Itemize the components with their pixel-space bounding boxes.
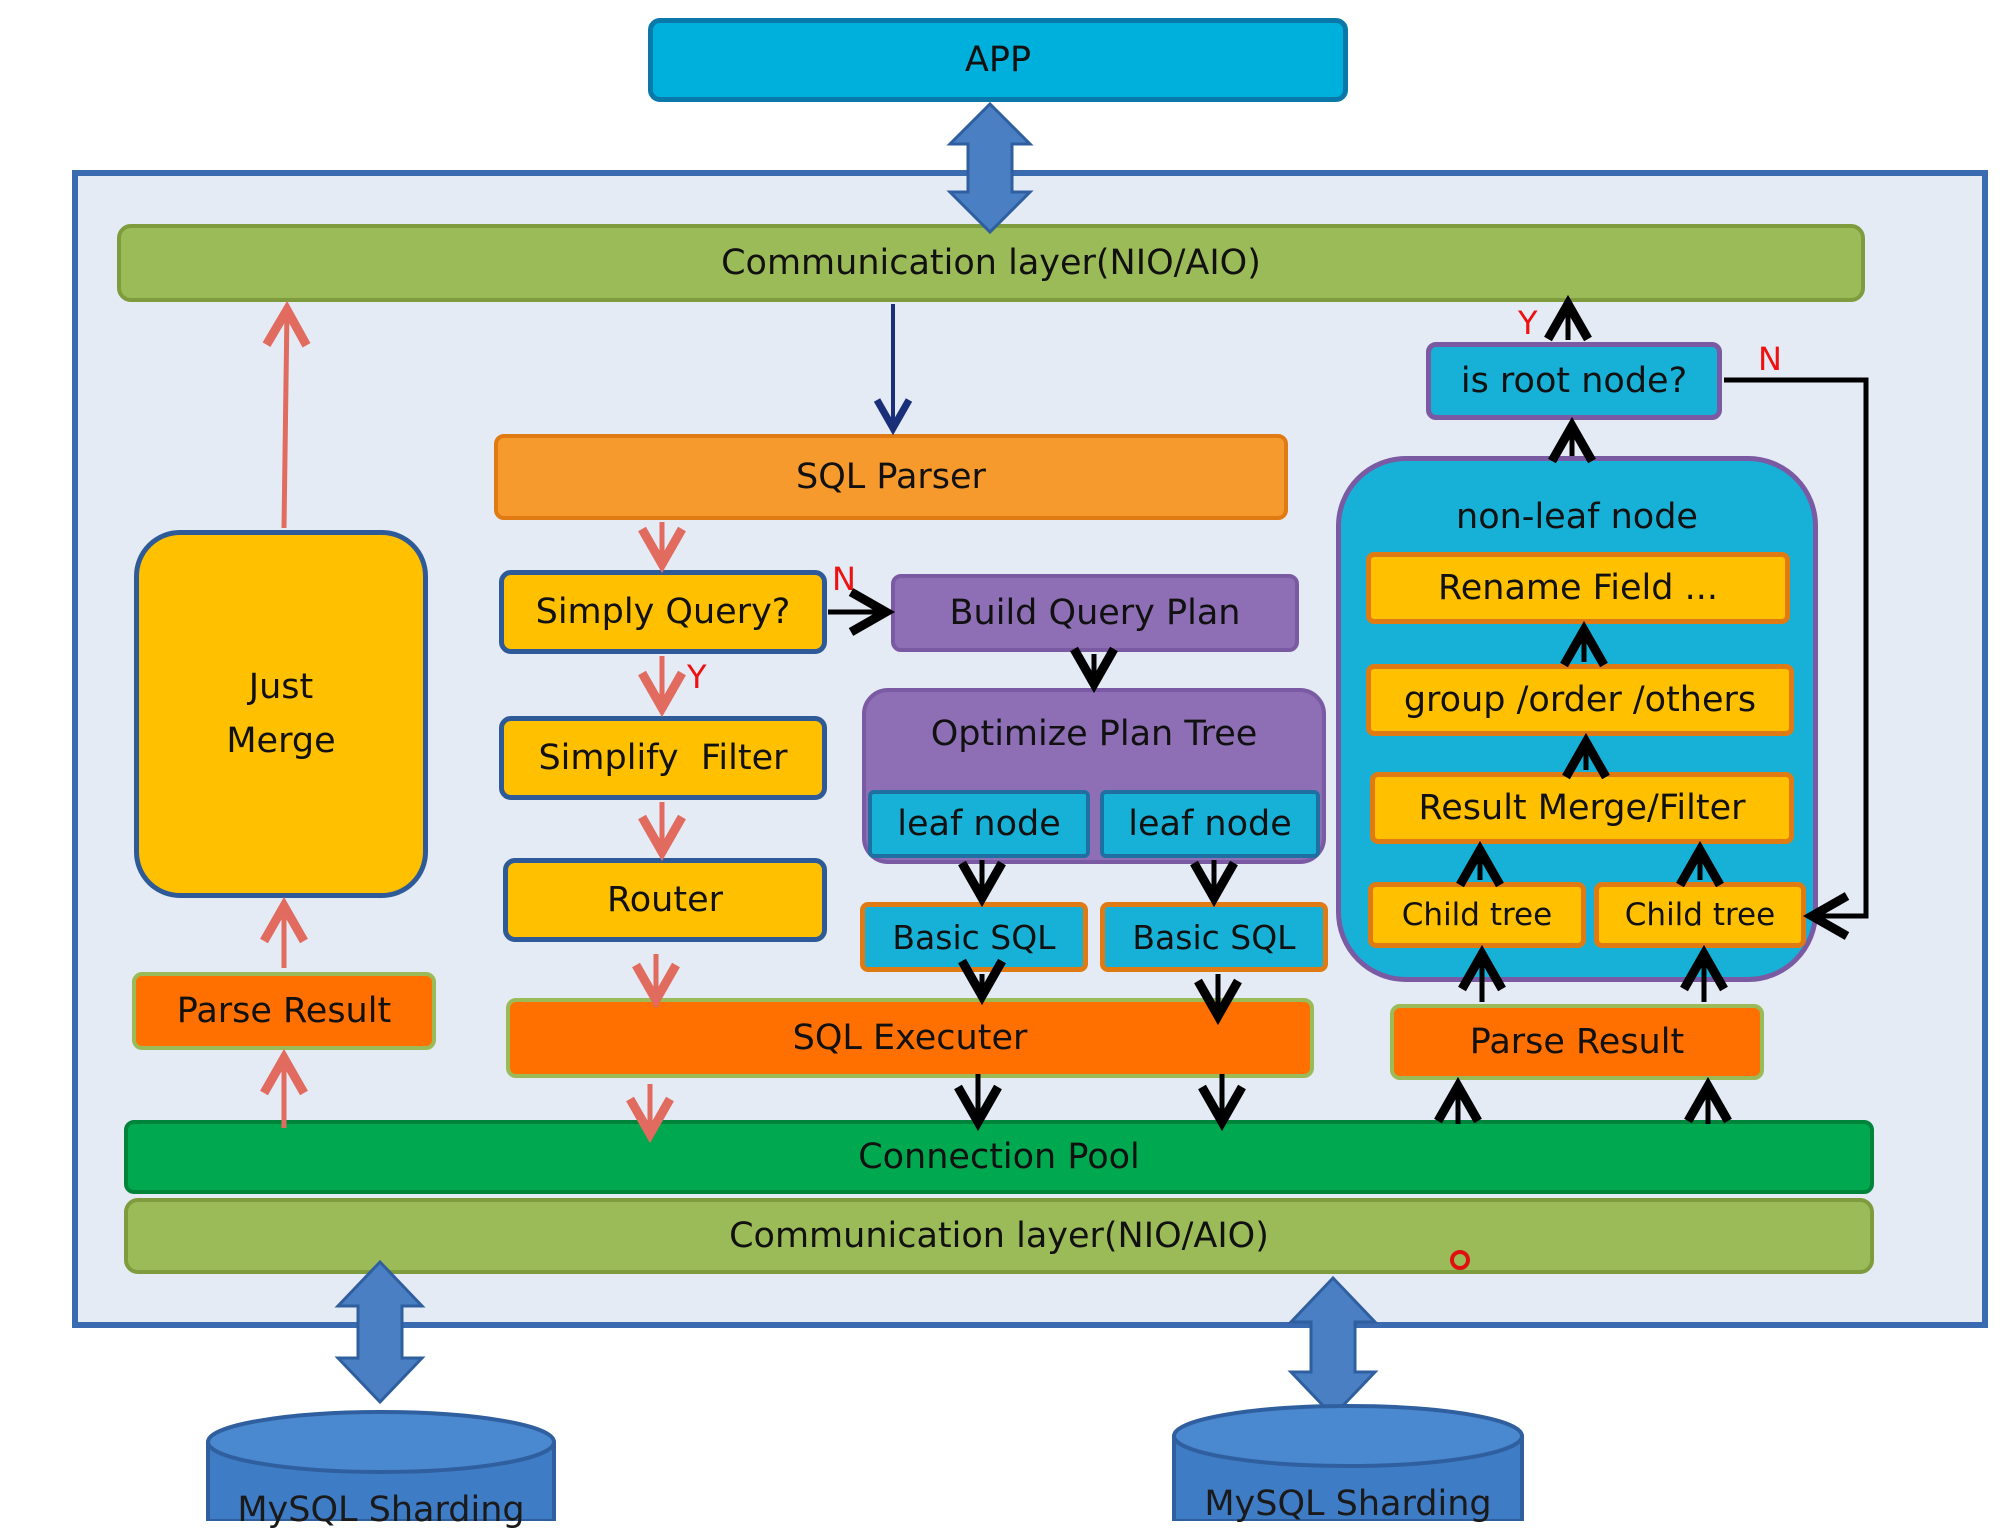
connection-pool-label: Connection Pool: [858, 1137, 1140, 1177]
db2-label: MySQL Sharding: [1204, 1484, 1492, 1524]
optimize-plan-tree-label: Optimize Plan Tree: [930, 714, 1258, 754]
communication-layer-bottom: Communication layer(NIO/AIO): [124, 1198, 1874, 1274]
mysql-sharding-db2: [1172, 1404, 1524, 1521]
parse-result-right: Parse Result: [1390, 1004, 1764, 1080]
just-merge-line1: Just: [248, 667, 314, 707]
child-tree-1-label: Child tree: [1401, 897, 1553, 933]
communication-layer-bottom-label: Communication layer(NIO/AIO): [729, 1216, 1269, 1256]
label-y-simply-query: Y: [687, 658, 707, 696]
build-query-plan-label: Build Query Plan: [949, 593, 1241, 633]
non-leaf-node-label: non-leaf node: [1456, 497, 1698, 537]
label-y-root-node: Y: [1518, 304, 1538, 342]
router-label: Router: [607, 880, 723, 920]
sql-executer: SQL Executer: [506, 998, 1314, 1078]
leaf-node-1-label: leaf node: [897, 804, 1061, 844]
simply-query-label: Simply Query?: [535, 592, 791, 632]
connection-pool: Connection Pool: [124, 1120, 1874, 1194]
result-merge-filter: Result Merge/Filter: [1370, 772, 1794, 844]
mysql-sharding-db1: [206, 1410, 556, 1521]
rename-field-label: Rename Field ...: [1438, 568, 1718, 608]
communication-layer-top-label: Communication layer(NIO/AIO): [721, 243, 1261, 283]
leaf-node-2-label: leaf node: [1128, 804, 1292, 844]
app-double-arrow: [946, 101, 1034, 235]
db1-double-arrow: [334, 1259, 426, 1405]
child-tree-2-label: Child tree: [1624, 897, 1776, 933]
db1-label: MySQL Sharding: [237, 1490, 525, 1530]
cursor-dot: [1450, 1250, 1470, 1270]
just-merge-box: Just Merge: [134, 530, 428, 898]
sql-parser: SQL Parser: [494, 434, 1288, 520]
basic-sql-1-label: Basic SQL: [892, 917, 1056, 957]
simplify-filter-label: Simplify Filter: [538, 738, 788, 778]
parse-result-left: Parse Result: [132, 972, 436, 1050]
sql-executer-label: SQL Executer: [792, 1018, 1028, 1058]
parse-result-right-label: Parse Result: [1469, 1022, 1685, 1062]
app-label: APP: [964, 40, 1032, 80]
parse-result-left-label: Parse Result: [176, 991, 392, 1031]
arrow-merge-to-comm: [262, 300, 311, 529]
just-merge-line2: Merge: [226, 721, 336, 761]
group-order-others-label: group /order /others: [1403, 680, 1757, 720]
leaf-node-2: leaf node: [1100, 790, 1320, 858]
db2-double-arrow: [1287, 1275, 1379, 1419]
router: Router: [503, 858, 827, 942]
arrow-root-n-to-child: [1724, 377, 1869, 940]
basic-sql-2-label: Basic SQL: [1132, 917, 1296, 957]
leaf-node-1: leaf node: [868, 790, 1090, 858]
result-merge-filter-label: Result Merge/Filter: [1418, 788, 1746, 828]
simply-query-decision: Simply Query?: [499, 570, 827, 654]
is-root-node-label: is root node?: [1460, 361, 1688, 401]
app-box: APP: [648, 18, 1348, 102]
sql-parser-label: SQL Parser: [796, 457, 986, 497]
basic-sql-1: Basic SQL: [860, 902, 1088, 972]
simplify-filter: Simplify Filter: [499, 716, 827, 800]
rename-field: Rename Field ...: [1366, 552, 1790, 624]
label-n-root-node: N: [1758, 340, 1782, 378]
is-root-node-decision: is root node?: [1426, 342, 1722, 420]
